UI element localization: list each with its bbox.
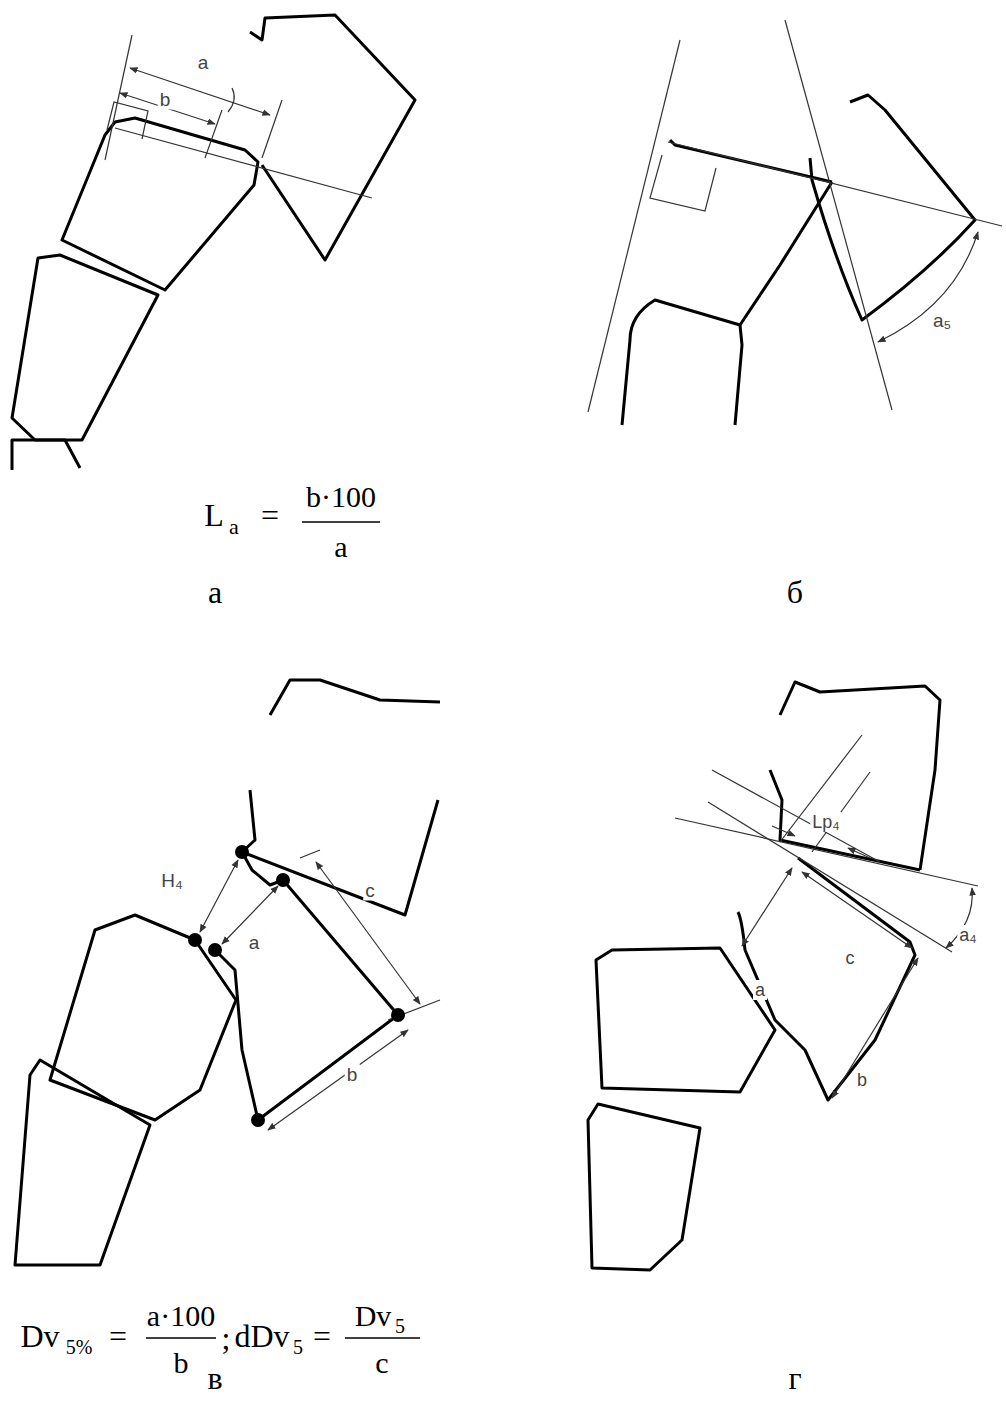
landmark-dots [188,845,405,1127]
formula-sign: = [109,1320,127,1352]
dimension-letter: a [753,980,767,1000]
formula-symbol: L [204,499,224,531]
panel-letter: б [787,576,803,608]
panel-letter: г [788,1362,801,1394]
formula-symbol: dDv [234,1320,289,1352]
formula-subscript: 5 [395,1316,405,1336]
dimension-letter: c [844,948,857,968]
dimension-letter: b [345,1064,360,1085]
formula-subscript: 5 [293,1337,303,1357]
formula-separator: ; [222,1322,231,1354]
measurement-lines [105,20,1002,1130]
dimension-letter: b [855,1070,869,1090]
panel-letter: а [208,576,222,608]
fraction-bars [146,522,420,1338]
formula-numerator: b·100 [306,482,376,512]
angle-label: a₅ [931,310,953,331]
formula-denominator: a [334,532,347,562]
formula-sign: = [261,499,279,531]
formula-subscript: 5% [66,1337,93,1357]
dimension-letter: b [158,89,173,110]
formula-subscript: a [229,516,239,538]
formula-numerator: a·100 [147,1301,215,1331]
formula-sign: = [313,1320,331,1352]
dimension-letter: a [247,932,262,953]
formula-denominator: b [174,1348,189,1378]
vertebra-outlines [12,15,975,1270]
dimension-letter: c [363,880,377,901]
formula-denominator: c [375,1348,388,1378]
dimension-label: Lp₄ [810,812,841,832]
dimension-letter: a [196,52,211,73]
angle-label: a₄ [957,925,978,945]
formula-numerator: Dv [355,1301,392,1331]
panel-letter: в [207,1362,222,1394]
dimension-label: H₄ [159,870,184,891]
formula-symbol: Dv [20,1320,59,1352]
